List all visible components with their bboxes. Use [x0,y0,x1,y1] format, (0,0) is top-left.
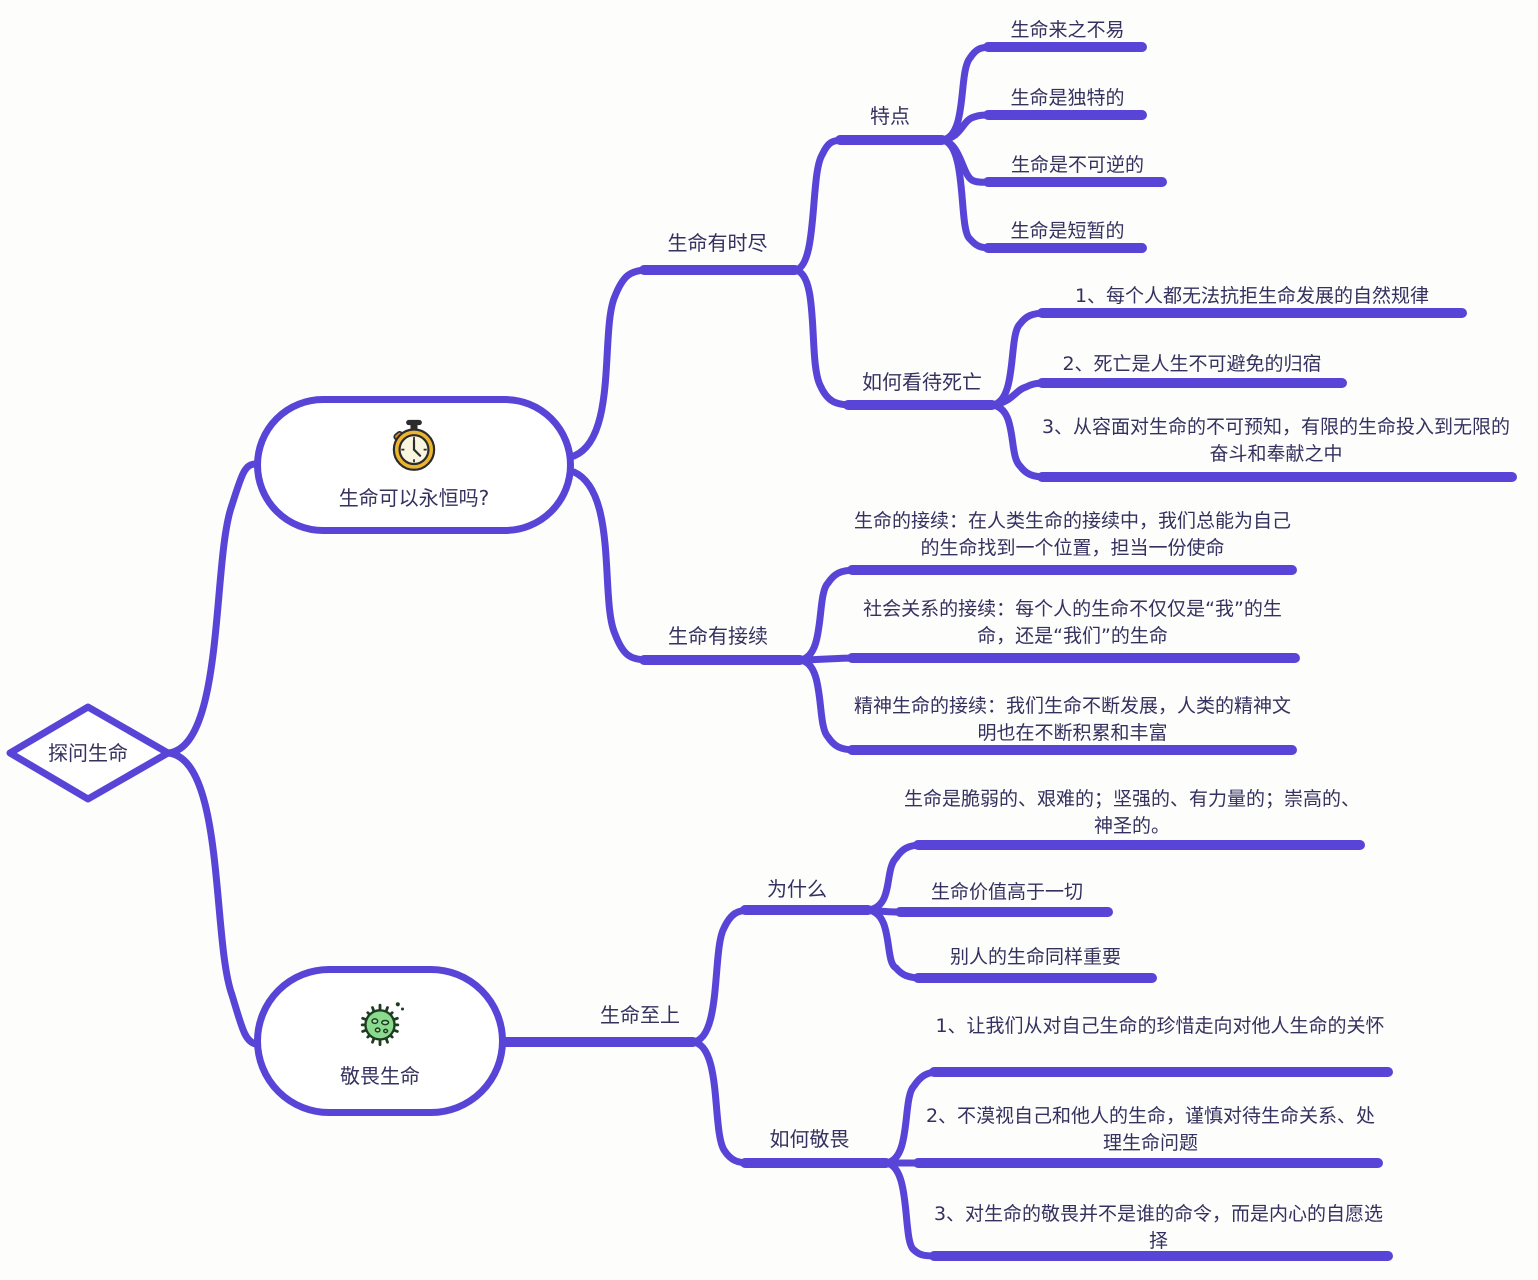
connector [791,136,849,274]
leaf-social-relations[interactable]: 社会关系的接续：每个人的生命不仅仅是“我”的生命，还是“我们”的生命 [863,598,1282,647]
leaf-continuation-of-life[interactable]: 生命的接续：在人类生命的接续中，我们总能为自己的生命找到一个位置，担当一份使命 [853,510,1291,559]
leaf-life-fragile-strong[interactable]: 生命是脆弱的、艰难的；坚强的、有力量的；崇高的、神圣的。 [903,788,1360,837]
node-life-first[interactable]: 生命至上 [600,1003,680,1027]
leaf-cherish-to-care[interactable]: 1、让我们从对自己生命的珍惜走向对他人生命的关怀 [935,1015,1385,1037]
root-diamond-shape[interactable] [6,703,172,803]
node-how-to-view-death[interactable]: 如何看待死亡 [862,370,982,394]
connector [796,656,860,754]
connector [570,468,652,664]
node-how-to-revere[interactable]: 如何敬畏 [769,1127,850,1151]
connector [164,749,260,1048]
node-why[interactable]: 为什么 [767,877,827,901]
connector [988,309,1050,409]
branch-node-eternal-life[interactable]: 生命可以永恒吗? [254,396,574,534]
connector [570,266,652,460]
node-life-has-an-end[interactable]: 生命有时尽 [667,231,768,255]
connector [689,906,754,1046]
branch-node-revere-life-label: 敬畏生命 [340,1063,420,1088]
leaf-spiritual-life[interactable]: 精神生命的接续：我们生命不断发展，人类的精神文明也在不断积累和丰富 [853,695,1291,744]
leaf-face-calmly[interactable]: 3、从容面对生命的不可预知，有限的生命投入到无限的奋斗和奉献之中 [1041,416,1511,465]
connector [938,43,996,144]
connector [988,401,1050,481]
node-underlines [500,42,1517,1261]
root-node-label[interactable]: 探问生命 [48,741,128,765]
node-life-continues[interactable]: 生命有接续 [668,624,768,648]
connector [791,266,856,409]
stopwatch-icon [392,419,436,471]
branch-node-eternal-life-label: 生命可以永恒吗? [338,485,490,510]
leaf-life-irreversible[interactable]: 生命是不可逆的 [1010,154,1144,176]
connector [882,1068,942,1167]
leaf-not-disregard-life[interactable]: 2、不漠视自己和他人的生命，谨慎对待生命关系、处理生命问题 [925,1105,1376,1154]
connector [938,136,996,252]
leaf-natural-law[interactable]: 1、每个人都无法抗拒生命发展的自然规律 [1074,285,1430,307]
leaf-life-value-above-all[interactable]: 生命价值高于一切 [930,881,1083,903]
leaf-life-hard-won[interactable]: 生命来之不易 [1010,19,1125,41]
connector [689,1038,754,1167]
leaf-death-inevitable[interactable]: 2、死亡是人生不可避免的归宿 [1062,353,1322,375]
connector [882,1159,942,1260]
connector [164,460,260,757]
connector [796,566,860,664]
connector [864,841,926,914]
leaf-life-unique[interactable]: 生命是独特的 [1010,87,1125,109]
leaf-others-lives-matter[interactable]: 别人的生命同样重要 [949,946,1121,968]
node-characteristics[interactable]: 特点 [870,104,910,128]
connector [864,906,926,982]
leaf-life-short[interactable]: 生命是短暂的 [1010,220,1125,242]
virus-icon [360,1001,404,1046]
branch-node-revere-life[interactable]: 敬畏生命 [254,966,506,1116]
leaf-voluntary-choice[interactable]: 3、对生命的敬畏并不是谁的命令，而是内心的自愿选择 [933,1203,1384,1252]
